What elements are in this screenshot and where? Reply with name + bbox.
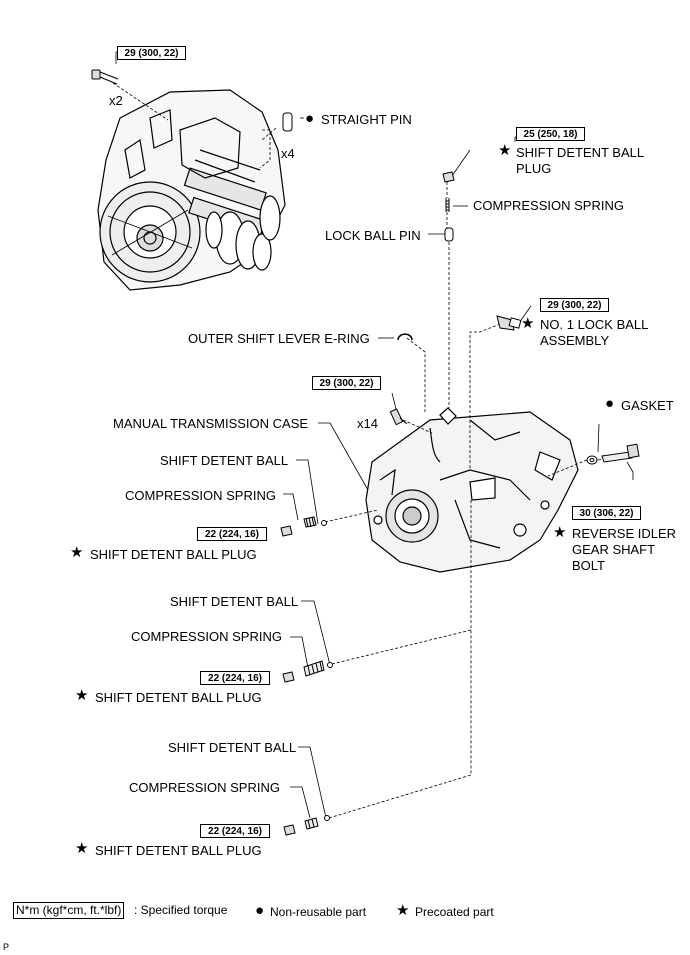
shift-detent-ball-plug-top-label: SHIFT DETENT BALL — [516, 145, 645, 160]
outer-shift-lever-ering-label: OUTER SHIFT LEVER E-RING — [188, 331, 370, 346]
shift-detent-ball-3-label: SHIFT DETENT BALL — [168, 740, 297, 755]
lock-ball-pin-label: LOCK BALL PIN — [325, 228, 421, 243]
shift-detent-ball-plug-2-label: SHIFT DETENT BALL PLUG — [95, 690, 262, 705]
precoated-icon: ★ — [498, 142, 512, 159]
precoated-icon: ★ — [75, 687, 89, 704]
compression-spring-1-label: COMPRESSION SPRING — [125, 488, 276, 503]
shift-detent-ball-plug-3-label: SHIFT DETENT BALL PLUG — [95, 843, 262, 858]
assembly-lines — [112, 82, 611, 819]
straight-pin-illustration — [282, 112, 293, 132]
compression-spring-3-label: COMPRESSION SPRING — [129, 780, 280, 795]
no1-lock-ball-label: NO. 1 LOCK BALL — [540, 317, 649, 332]
precoated-icon: ★ — [521, 315, 535, 332]
compression-spring-top-label: COMPRESSION SPRING — [473, 198, 624, 213]
torque-plug-1: 22 (224, 16) — [197, 527, 267, 541]
torque-shift-plug-top: 25 (250, 18) — [516, 127, 585, 141]
precoated-icon: ★ — [70, 544, 84, 561]
count-x2: x2 — [109, 93, 123, 108]
torque-plug-2: 22 (224, 16) — [200, 671, 270, 685]
nonreusable-icon: ● — [255, 902, 265, 919]
manual-transmission-case-label: MANUAL TRANSMISSION CASE — [113, 416, 309, 431]
legend-precoated: Precoated part — [415, 905, 494, 919]
torque-lock-ball: 29 (300, 22) — [540, 298, 609, 312]
nonreusable-icon: ● — [605, 395, 615, 412]
no1-lock-ball-label-2: ASSEMBLY — [540, 333, 610, 348]
torque-case-bolt: 29 (300, 22) — [312, 376, 381, 390]
torque-plug-3: 22 (224, 16) — [200, 824, 270, 838]
gasket-label: GASKET — [621, 398, 674, 413]
straight-pin-label: STRAIGHT PIN — [321, 112, 412, 127]
compression-spring-2-label: COMPRESSION SPRING — [131, 629, 282, 644]
reverse-idler-label: REVERSE IDLER — [572, 526, 677, 541]
reverse-idler-label-2: GEAR SHAFT — [572, 542, 656, 557]
legend-torque-desc: : Specified torque — [134, 903, 228, 917]
precoated-icon: ★ — [75, 840, 89, 857]
shift-detent-ball-plug-top-label-2: PLUG — [516, 161, 552, 176]
top-bolt-illustration — [91, 69, 119, 85]
count-x14: x14 — [357, 416, 378, 431]
shift-detent-ball-2-label: SHIFT DETENT BALL — [170, 594, 299, 609]
small-parts — [280, 171, 640, 836]
shift-detent-ball-plug-1-label: SHIFT DETENT BALL PLUG — [90, 547, 257, 562]
legend-torque-unit: N*m (kgf*cm, ft.*lbf) — [13, 902, 125, 919]
count-x4: x4 — [281, 146, 295, 161]
transmission-case-illustration — [365, 407, 579, 573]
gear-assembly-illustration — [97, 89, 286, 291]
shift-detent-ball-1-label: SHIFT DETENT BALL — [160, 453, 289, 468]
torque-top-bolt: 29 (300, 22) — [117, 46, 186, 60]
legend-nonreusable: Non-reusable part — [270, 905, 367, 919]
reverse-idler-label-3: BOLT — [572, 558, 605, 573]
precoated-icon: ★ — [553, 524, 567, 541]
corner-mark: P — [3, 942, 10, 952]
precoated-icon: ★ — [396, 902, 410, 919]
nonreusable-icon: ● — [305, 110, 315, 127]
torque-reverse-idler: 30 (306, 22) — [572, 506, 641, 520]
